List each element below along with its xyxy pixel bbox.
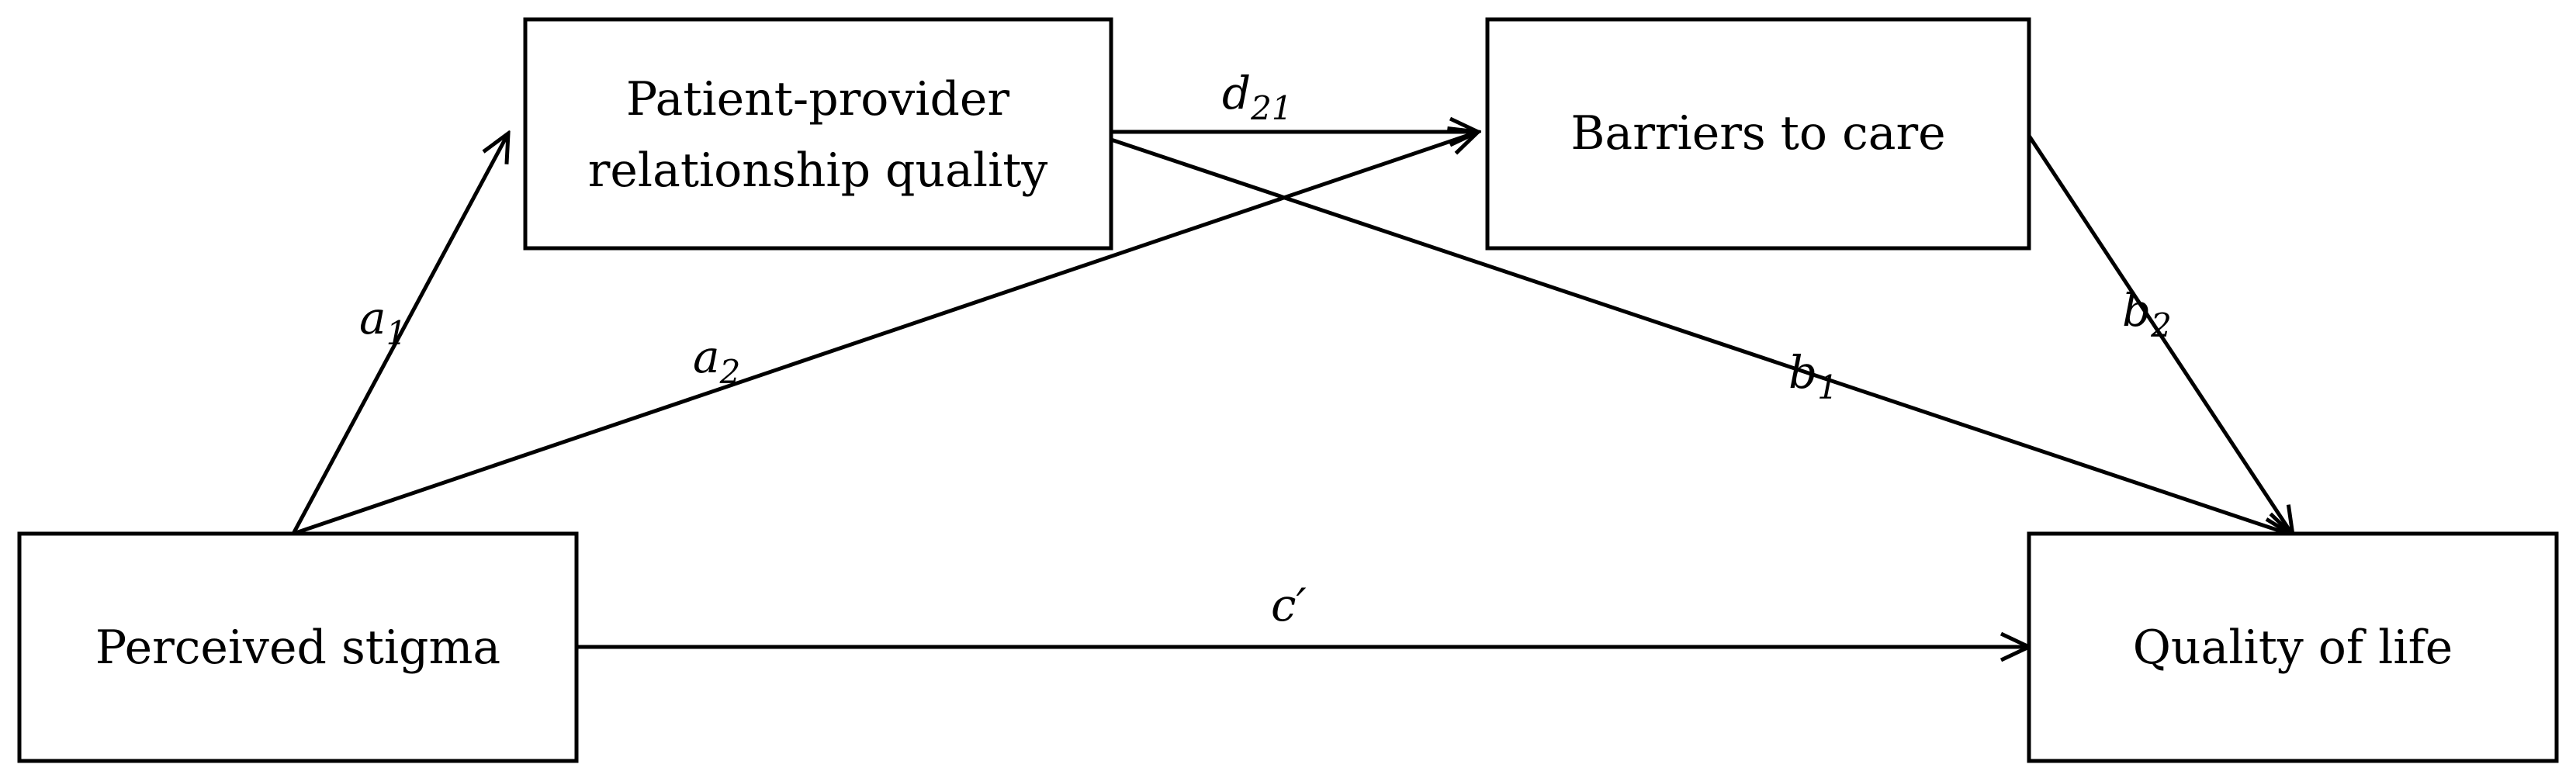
node-patient-provider-line1: Patient-provider <box>626 72 1009 126</box>
node-quality-of-life: Quality of life <box>2027 531 2559 763</box>
path-a1-label: a1 <box>359 292 407 352</box>
node-perceived-stigma: Perceived stigma <box>17 531 579 763</box>
path-b2-label: b2 <box>2122 284 2172 344</box>
path-a2-arrow <box>293 132 1478 536</box>
path-a2-label: a2 <box>693 330 740 391</box>
path-b1-label: b1 <box>1788 346 1838 406</box>
node-patient-provider: Patient-provider relationship quality <box>523 17 1113 251</box>
path-d21-label: d21 <box>1222 67 1293 127</box>
node-stigma-label: Perceived stigma <box>95 621 500 675</box>
node-patient-provider-line2: relationship quality <box>588 143 1048 198</box>
node-barriers-label: Barriers to care <box>1570 106 1945 161</box>
path-c-prime-label: c′ <box>1271 579 1307 631</box>
node-qol-label: Quality of life <box>2133 621 2453 675</box>
path-b2-arrow <box>2027 134 2293 535</box>
path-a1-arrow <box>291 133 508 535</box>
path-b1-arrow <box>1110 137 2293 535</box>
node-barriers-to-care: Barriers to care <box>1485 17 2031 251</box>
